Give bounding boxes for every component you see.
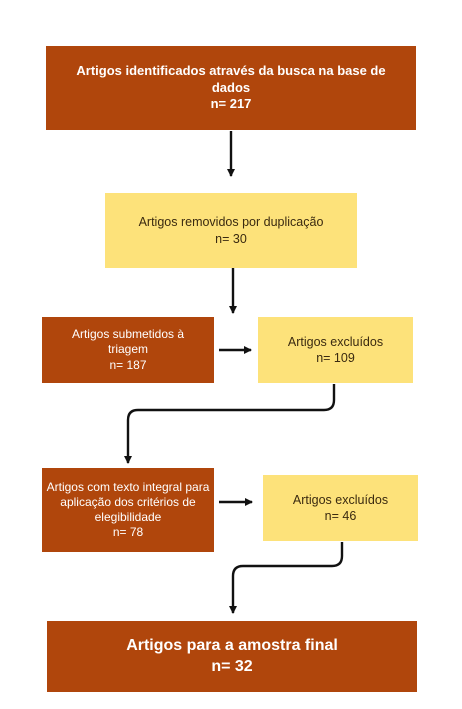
excluded-1-label: Artigos excluídos bbox=[287, 334, 384, 349]
screened-label: Artigos submetidos à triagem bbox=[71, 326, 185, 357]
final-count: n= 32 bbox=[211, 657, 253, 675]
removed-label: Artigos removidos por duplicação bbox=[138, 215, 324, 230]
identified-box: Artigos identificados através da busca n… bbox=[46, 46, 416, 130]
excluded-2-label: Artigos excluídos bbox=[292, 492, 389, 507]
final-sample-box: Artigos para a amostra final n= 32 bbox=[47, 621, 417, 692]
excluded-1-count: n= 109 bbox=[316, 351, 355, 365]
full-text-count: n= 78 bbox=[112, 525, 144, 539]
identified-label: Artigos identificados através da busca n… bbox=[76, 62, 386, 95]
screened-count: n= 187 bbox=[109, 357, 147, 372]
removed-count: n= 30 bbox=[215, 231, 247, 246]
excluded-box-1: Artigos excluídos n= 109 bbox=[258, 317, 413, 383]
arrow-excluded-1-to-full-text bbox=[124, 384, 336, 464]
full-text-label: Artigos com texto integral para aplicaçã… bbox=[46, 480, 210, 524]
identified-count: n= 217 bbox=[210, 96, 252, 112]
excluded-box-2: Artigos excluídos n= 46 bbox=[263, 475, 418, 541]
excluded-2-count: n= 46 bbox=[324, 509, 357, 523]
screened-box: Artigos submetidos à triagem n= 187 bbox=[42, 317, 214, 383]
arrow-excluded-2-to-final bbox=[229, 542, 344, 614]
final-label: Artigos para a amostra final bbox=[126, 636, 338, 654]
full-text-box: Artigos com texto integral para aplicaçã… bbox=[42, 468, 214, 552]
removed-duplicates-box: Artigos removidos por duplicação n= 30 bbox=[105, 193, 357, 268]
